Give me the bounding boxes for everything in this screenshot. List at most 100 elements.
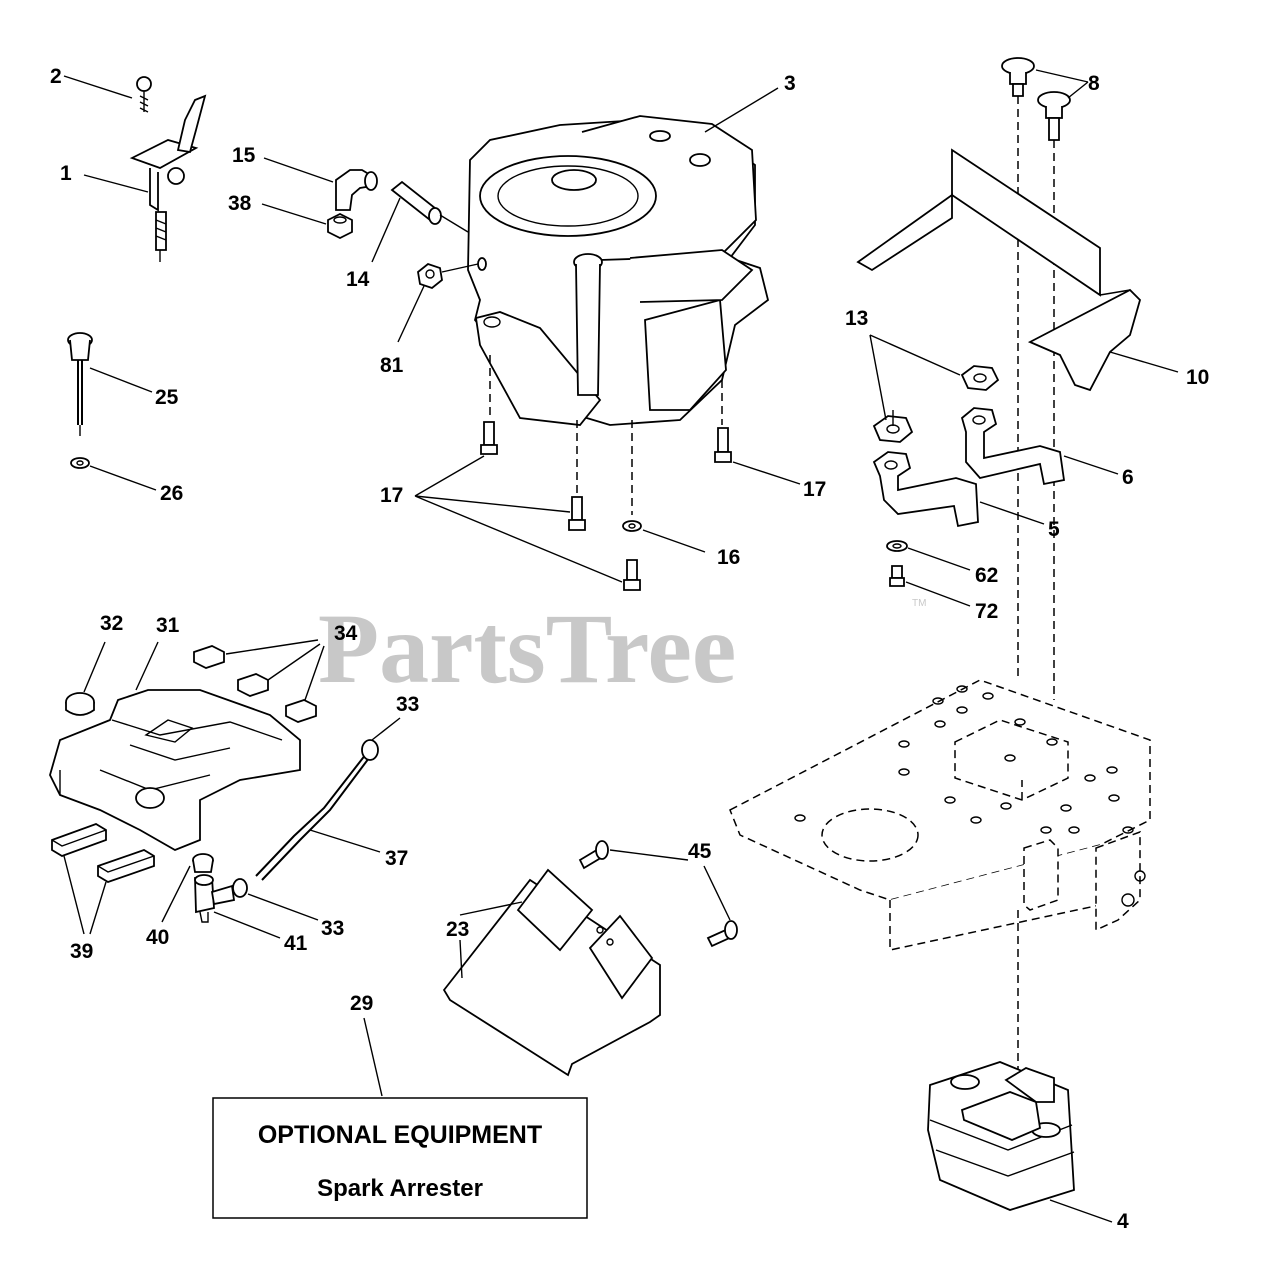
callout-32: 32 xyxy=(100,612,123,635)
callout-39: 39 xyxy=(70,940,93,963)
bolt-part xyxy=(706,920,738,948)
callout-29: 29 xyxy=(350,992,373,1015)
leader-3 xyxy=(704,87,779,133)
callout-34: 34 xyxy=(334,622,358,645)
callout-25: 25 xyxy=(155,386,179,409)
fuel-tank-part xyxy=(49,689,301,851)
gasket-part xyxy=(960,365,1000,391)
pad-part xyxy=(97,849,155,883)
callout-14: 14 xyxy=(346,268,370,291)
pad-part xyxy=(193,645,225,669)
bolt-part xyxy=(578,840,609,870)
leader-2 xyxy=(63,75,133,99)
exhaust-pipe-part xyxy=(872,451,979,528)
callout-1: 1 xyxy=(60,162,72,185)
leader-15 xyxy=(263,157,334,183)
callout-10: 10 xyxy=(1186,366,1209,389)
fuel-line-part xyxy=(255,739,379,881)
leader-13 xyxy=(869,334,961,421)
callout-45: 45 xyxy=(688,840,712,863)
muffler-part xyxy=(927,1061,1075,1211)
callout-40: 40 xyxy=(146,926,169,949)
optional-equipment-box xyxy=(212,1097,588,1219)
heat-shield-part xyxy=(856,148,1142,392)
callout-6: 6 xyxy=(1122,466,1134,489)
leader-33-top xyxy=(371,717,401,741)
leader-17b xyxy=(732,461,801,485)
callout-41: 41 xyxy=(284,932,308,955)
leader-29 xyxy=(363,1017,383,1097)
tube-part xyxy=(390,180,469,233)
clamp-part xyxy=(232,878,248,898)
leader-5 xyxy=(979,501,1045,525)
pad-part xyxy=(51,823,107,857)
callout-37: 37 xyxy=(385,847,408,870)
leader-23 xyxy=(459,901,523,979)
leader-32 xyxy=(83,641,106,693)
leader-17a xyxy=(414,455,623,583)
pad-part xyxy=(237,673,269,697)
leader-8 xyxy=(1035,69,1089,99)
bolt-part xyxy=(889,565,905,587)
leader-34 xyxy=(225,639,325,701)
leader-16 xyxy=(642,529,706,553)
valve-part xyxy=(194,874,236,923)
callout-4: 4 xyxy=(1117,1210,1129,1233)
washer-part xyxy=(70,457,90,469)
leader-40 xyxy=(161,865,191,923)
callout-13: 13 xyxy=(845,307,868,330)
leader-25 xyxy=(89,367,153,393)
bolt-part xyxy=(714,427,732,463)
callout-31: 31 xyxy=(156,614,180,637)
bolt-part xyxy=(1037,91,1071,141)
callout-23: 23 xyxy=(446,918,469,941)
callout-38: 38 xyxy=(228,192,252,215)
leader-72 xyxy=(905,581,971,607)
elbow-fitting-part xyxy=(335,169,378,211)
leader-14 xyxy=(371,197,401,263)
callout-8: 8 xyxy=(1088,72,1100,95)
nut-part xyxy=(417,257,487,290)
washer-part xyxy=(886,540,908,552)
leader-4 xyxy=(1049,1199,1113,1223)
leader-1 xyxy=(83,174,149,193)
pad-part xyxy=(285,699,317,723)
bushing-part xyxy=(192,853,214,873)
callout-81: 81 xyxy=(380,354,404,377)
leader-41 xyxy=(213,911,281,939)
callout-17-left: 17 xyxy=(380,484,403,507)
mounting-plate-part xyxy=(442,868,661,1077)
bolt-part xyxy=(623,559,641,591)
leader-6 xyxy=(1063,455,1119,475)
callout-3: 3 xyxy=(784,72,796,95)
optional-equipment-title: OPTIONAL EQUIPMENT xyxy=(258,1121,542,1149)
nut-part xyxy=(327,212,353,240)
callout-16: 16 xyxy=(717,546,740,569)
leader-62 xyxy=(907,547,971,571)
leader-10 xyxy=(1109,351,1179,373)
dipstick-part xyxy=(67,332,93,436)
washer-part xyxy=(622,520,642,532)
watermark-tm: TM xyxy=(912,598,926,609)
exhaust-pipe-part xyxy=(960,407,1066,486)
bolt-part xyxy=(568,496,586,531)
callout-62: 62 xyxy=(975,564,998,587)
optional-equipment-subtitle: Spark Arrester xyxy=(317,1175,483,1202)
frame-part xyxy=(729,679,1151,951)
leader-26 xyxy=(89,465,157,491)
leader-39 xyxy=(63,855,107,935)
leader-81 xyxy=(397,285,425,343)
callout-26: 26 xyxy=(160,482,183,505)
throttle-control-part xyxy=(129,76,207,262)
callout-72: 72 xyxy=(975,600,998,623)
callout-33-bottom: 33 xyxy=(321,917,344,940)
callout-17-right: 17 xyxy=(803,478,826,501)
bolt-part xyxy=(1001,57,1035,97)
callout-5: 5 xyxy=(1048,518,1060,541)
bolt-part xyxy=(480,421,498,455)
watermark: PartsTree xyxy=(318,593,736,704)
gasket-part xyxy=(872,410,914,443)
leader-31 xyxy=(135,641,159,691)
